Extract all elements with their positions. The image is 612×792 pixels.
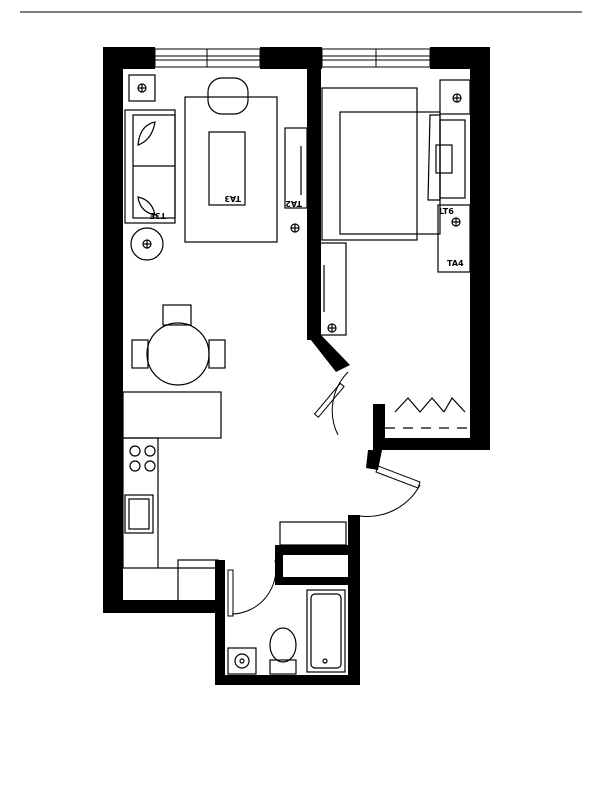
walls — [103, 47, 490, 685]
living-furniture — [122, 74, 308, 603]
nightstand — [437, 204, 471, 273]
nightstand-label: TA4 — [447, 259, 464, 268]
coffee-table-label: TA3 — [224, 194, 241, 203]
bed-lamp-label: LT6 — [439, 207, 454, 216]
doors — [227, 371, 421, 617]
nightstand-top — [439, 79, 471, 115]
rug — [184, 96, 278, 243]
sofa-label: T3E — [150, 211, 167, 220]
counter — [122, 437, 159, 569]
tv-console — [284, 127, 308, 209]
bathtub — [306, 589, 346, 673]
windows — [154, 48, 431, 68]
armchair — [207, 77, 249, 115]
outlet-box — [128, 74, 156, 102]
bathroom-fixtures — [227, 521, 347, 675]
tv-console-label: TA2 — [285, 199, 302, 208]
coffee-table — [208, 131, 246, 206]
bath-sink — [227, 647, 257, 675]
side-table — [130, 227, 164, 261]
vanity — [279, 521, 347, 546]
bed — [339, 111, 441, 235]
kitchen-island — [122, 391, 222, 439]
bedroom-furniture — [317, 79, 471, 429]
sink — [124, 494, 154, 534]
furniture-labels: T3E TA3 TA2 LT6 TA4 — [150, 194, 465, 268]
dining-table — [146, 322, 210, 386]
dresser — [317, 242, 347, 336]
toilet — [269, 627, 297, 663]
appliance — [177, 559, 219, 603]
wardrobe-outline — [321, 87, 418, 241]
